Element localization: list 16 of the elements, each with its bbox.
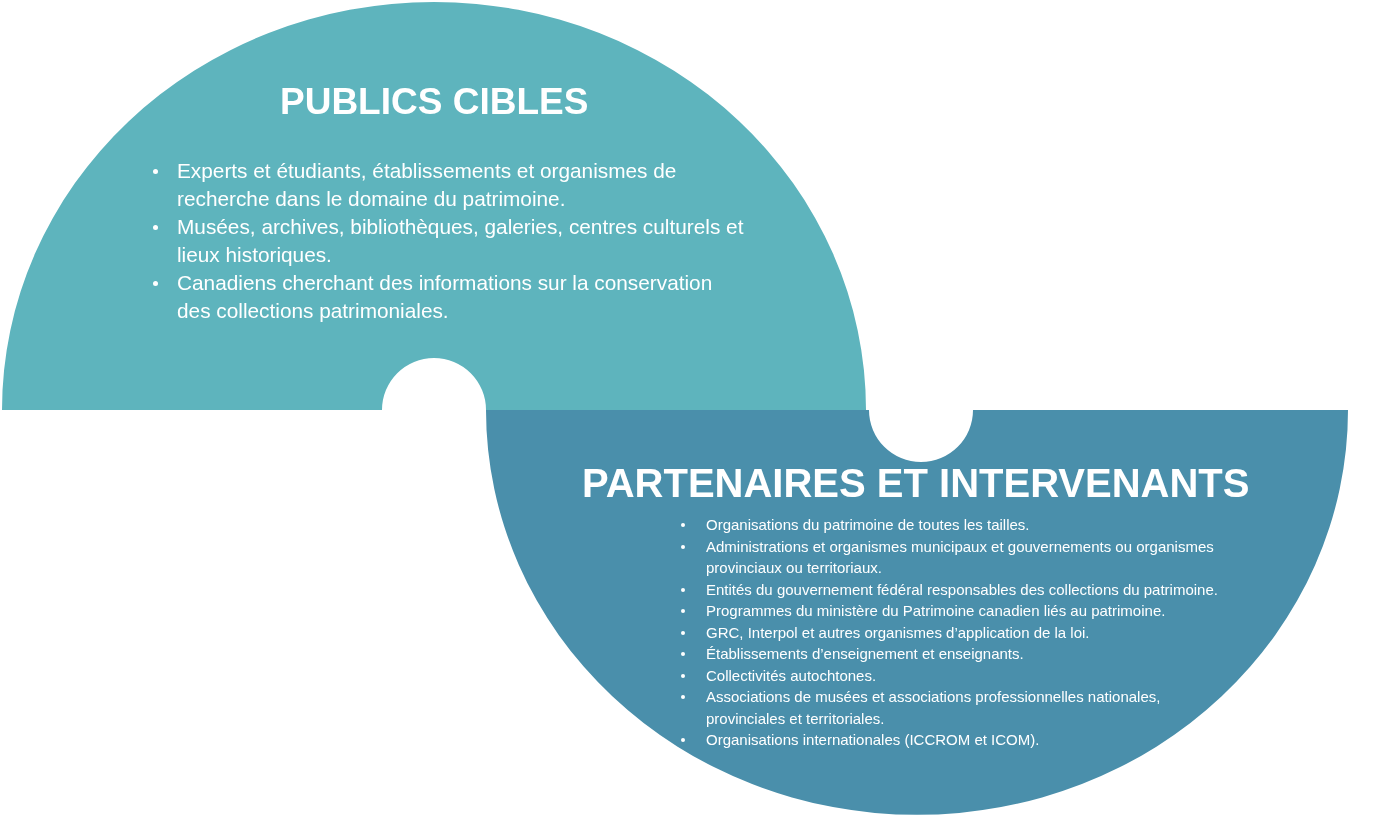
bullet-item: GRC, Interpol et autres organismes d’application de la loi. — [680, 621, 1226, 643]
bullet-item: Administrations et organismes municipaux et gouvernements ou organismes provinciaux ou territoriaux. — [680, 535, 1226, 579]
bullet-item: Musées, archives, bibliothèques, galeries, centres culturels et lieux historiques. — [152, 213, 748, 269]
bullet-item: Collectivités autochtones. — [680, 664, 1226, 686]
bullet-item: Établissements d’enseignement et enseignants. — [680, 643, 1226, 665]
bullet-item: Organisations du patrimoine de toutes les tailles. — [680, 514, 1226, 536]
bullet-item: Entités du gouvernement fédéral responsables des collections du patrimoine. — [680, 578, 1226, 600]
semicircle-panel — [486, 410, 1348, 816]
panel-heading: PUBLICS CIBLES — [280, 80, 589, 123]
semicircle-panel — [2, 0, 866, 410]
bullet-item: Associations de musées et associations professionnelles nationales, provinciales et territoriales. — [680, 686, 1226, 729]
bullet-item: Organisations internationales (ICCROM et ICOM). — [680, 729, 1226, 751]
bullet-item: Experts et étudiants, établissements et organismes de recherche dans le domaine du patrimoine. — [152, 157, 748, 213]
panel-heading: PARTENAIRES ET INTERVENANTS — [582, 460, 1250, 506]
bullet-item: Programmes du ministère du Patrimoine canadien liés au patrimoine. — [680, 600, 1226, 622]
bullet-item: Canadiens cherchant des informations sur la conservation des collections patrimoniales. — [152, 269, 748, 325]
